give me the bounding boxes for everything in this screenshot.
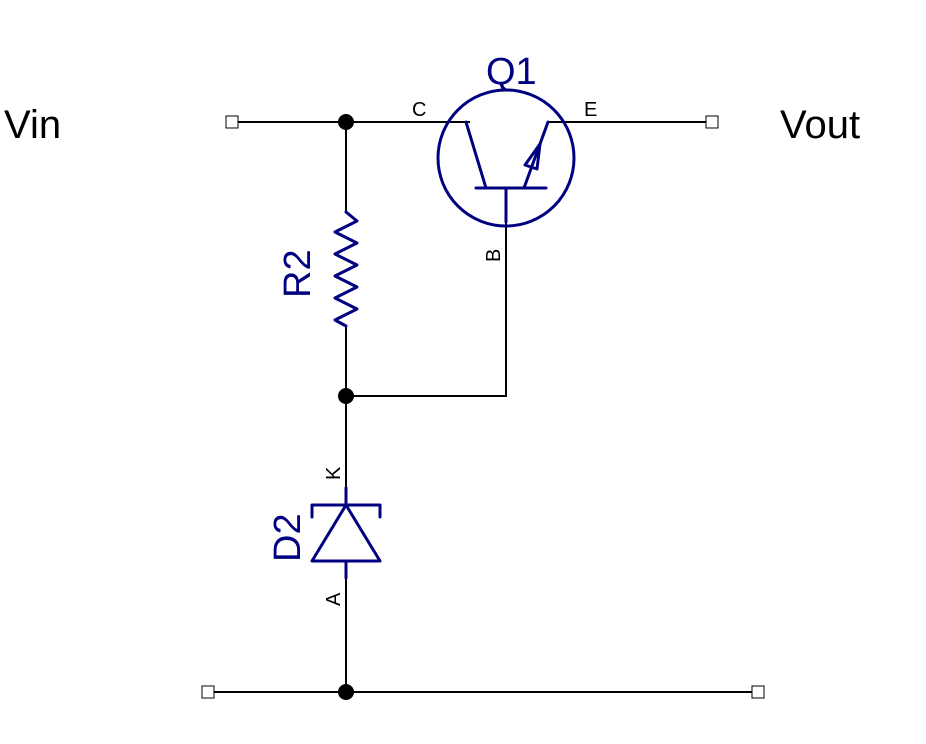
ref-label-r2: R2 xyxy=(277,249,319,298)
junction-top xyxy=(338,114,354,130)
junction-bottom xyxy=(338,684,354,700)
pin-label-c: C xyxy=(412,99,426,121)
wire-base-to-node xyxy=(346,222,507,397)
ref-label-d2: D2 xyxy=(267,513,309,562)
transistor-body-circle xyxy=(436,88,576,228)
pin-label-b: B xyxy=(483,249,505,262)
terminal-ground-right[interactable] xyxy=(751,685,765,699)
transistor-emitter-arrow xyxy=(523,142,542,171)
terminals xyxy=(201,115,765,699)
resistor-zigzag xyxy=(333,210,359,328)
junction-middle xyxy=(338,388,354,404)
transistor-q1[interactable] xyxy=(436,88,576,228)
net-label-vin: Vin xyxy=(4,103,61,147)
zener-d2[interactable] xyxy=(310,486,382,580)
junctions xyxy=(338,114,354,700)
terminal-vin[interactable] xyxy=(225,115,239,129)
terminal-ground-left[interactable] xyxy=(201,685,215,699)
net-label-vout: Vout xyxy=(780,103,860,147)
labels: Vin Vout Q1 C E B R2 D2 K A xyxy=(4,51,860,606)
pin-label-a: A xyxy=(323,592,345,606)
transistor-emitter-lead xyxy=(522,120,550,190)
ref-label-q1: Q1 xyxy=(486,51,537,93)
zener-triangle xyxy=(310,503,382,563)
pin-label-e: E xyxy=(584,99,597,121)
wires xyxy=(214,121,752,693)
terminal-vout[interactable] xyxy=(705,115,719,129)
transistor-collector-lead xyxy=(464,120,488,190)
resistor-r2[interactable] xyxy=(333,210,359,328)
pin-label-k: K xyxy=(323,466,345,480)
